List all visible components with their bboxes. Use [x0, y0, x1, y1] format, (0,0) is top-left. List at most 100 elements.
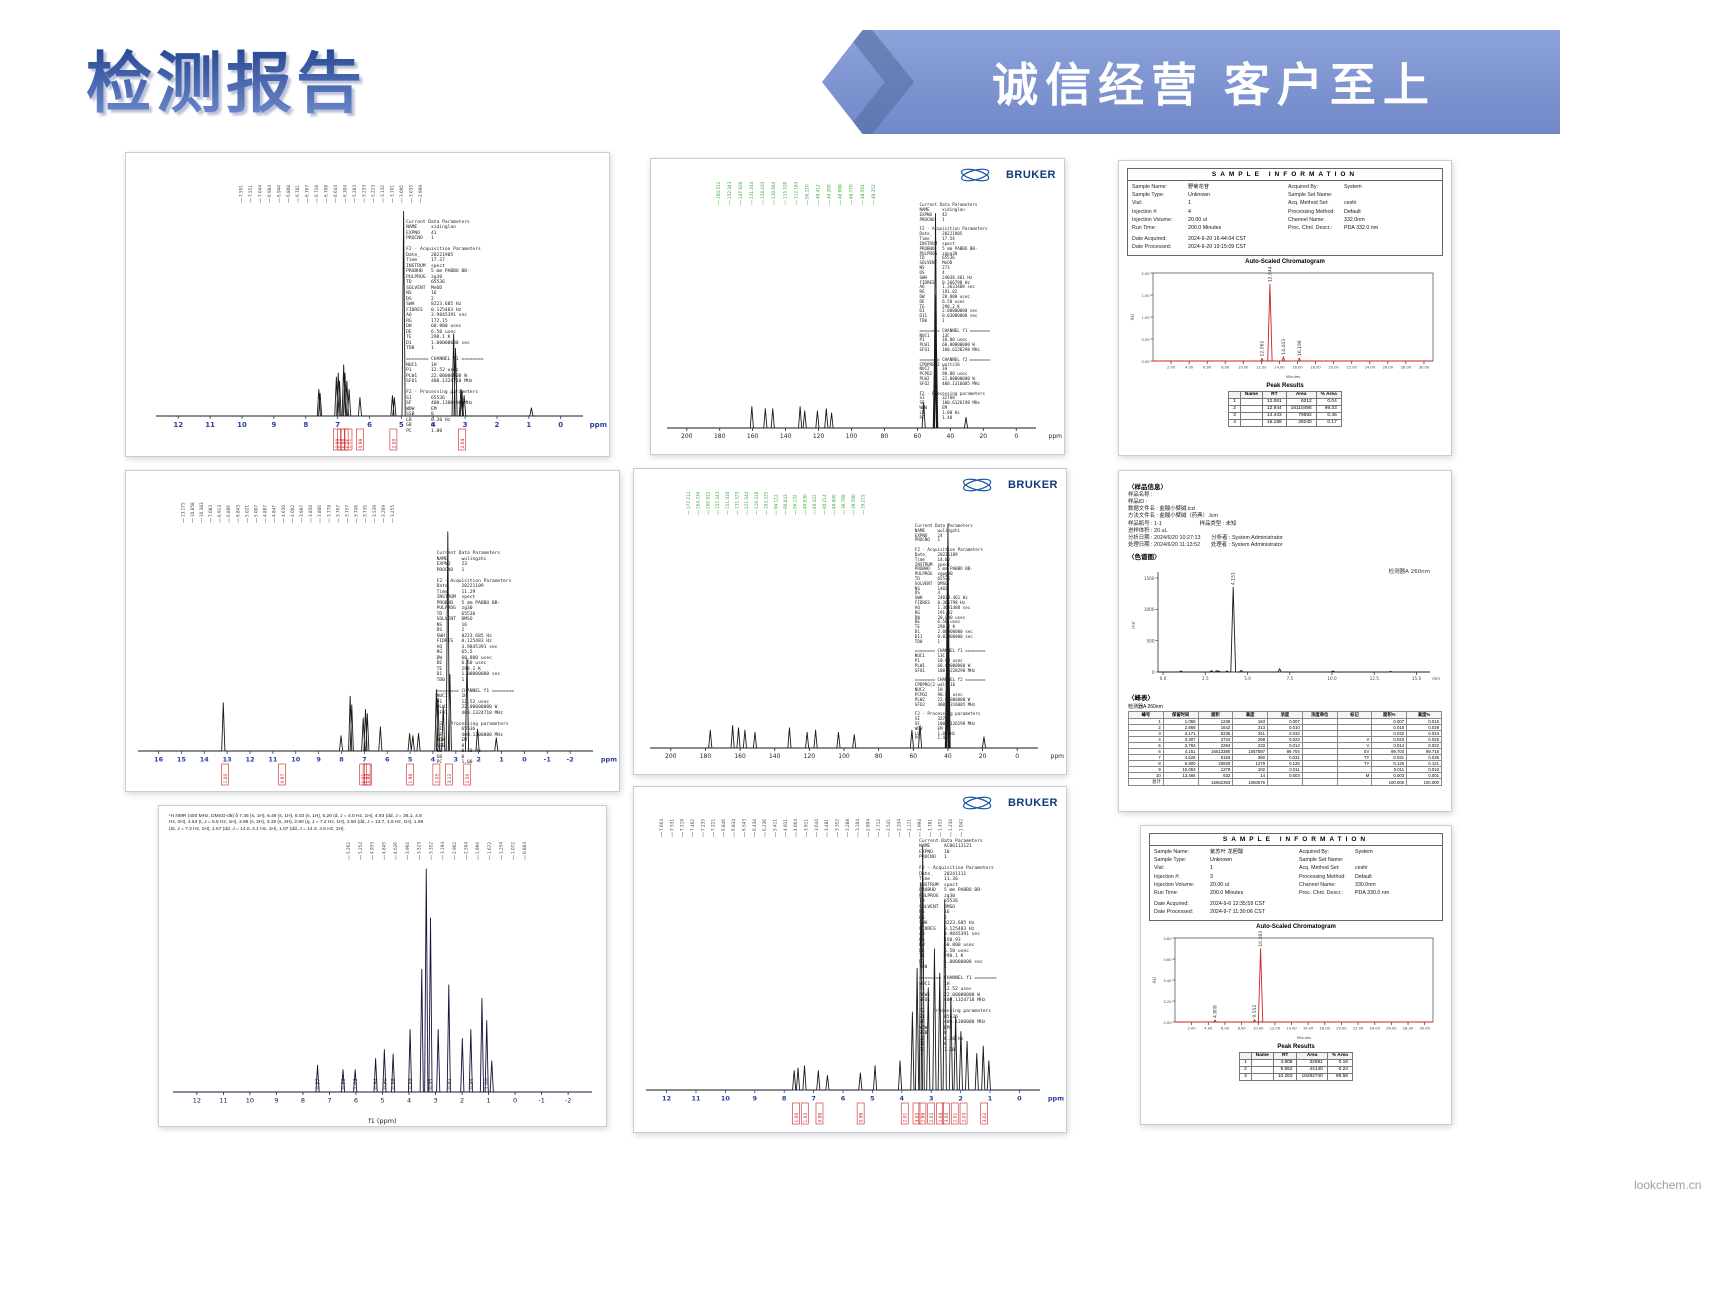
svg-text:18.00: 18.00	[1310, 365, 1321, 369]
svg-text:20: 20	[979, 433, 987, 440]
info-line: 数据文件名 : 盐酸小檗碱.lcd	[1128, 506, 1195, 513]
svg-text:1.00: 1.00	[485, 1078, 491, 1089]
svg-text:检测器A 260nm: 检测器A 260nm	[1389, 567, 1430, 575]
svg-text:180: 180	[700, 753, 712, 760]
svg-text:112.183: 112.183	[793, 181, 798, 199]
svg-text:3.194: 3.194	[440, 842, 445, 854]
svg-text:49.412: 49.412	[815, 184, 820, 199]
svg-text:160.912: 160.912	[705, 491, 710, 509]
svg-text:16.00: 16.00	[1292, 365, 1303, 369]
table-header-row: 峰号保留时间面积高度浓度浓度单位标记面积%高度%	[1128, 711, 1442, 719]
svg-text:3.997: 3.997	[299, 505, 304, 517]
svg-text:20: 20	[979, 753, 987, 760]
svg-text:1.994: 1.994	[475, 842, 480, 854]
svg-text:18.00: 18.00	[1320, 1026, 1331, 1030]
svg-text:0.90: 0.90	[382, 1078, 388, 1089]
svg-text:200: 200	[681, 433, 693, 440]
svg-text:40.214: 40.214	[822, 494, 827, 509]
svg-text:1.00: 1.00	[339, 439, 345, 449]
svg-text:5: 5	[870, 1095, 875, 1103]
svg-text:7.551: 7.551	[248, 185, 253, 197]
svg-text:1.234: 1.234	[948, 819, 953, 831]
svg-text:3: 3	[454, 756, 459, 764]
kv-row: Injection Volume:20.00 ul	[1132, 216, 1207, 223]
svg-text:0.99: 0.99	[335, 439, 341, 449]
bruker-logo: BRUKER	[961, 475, 1058, 495]
kv-row: Acq. Method Set:ceshi	[1288, 200, 1357, 207]
svg-text:19.215: 19.215	[861, 494, 866, 509]
kv-row: Sample Type:Unknown	[1154, 857, 1233, 864]
svg-text:3: 3	[929, 1095, 934, 1103]
svg-text:0.99: 0.99	[408, 1078, 414, 1089]
svg-text:9: 9	[271, 421, 276, 429]
svg-text:3: 3	[433, 1097, 437, 1105]
svg-text:6.708: 6.708	[324, 185, 329, 197]
svg-text:8.00: 8.00	[1238, 1026, 1247, 1030]
svg-text:Minutes: Minutes	[1286, 375, 1300, 379]
svg-text:500: 500	[1147, 638, 1155, 643]
chromatogram-title: Auto-Scaled Chromatogram	[1245, 258, 1325, 265]
svg-text:60.843: 60.843	[783, 494, 788, 509]
svg-text:3.12: 3.12	[447, 774, 453, 784]
svg-text:94.112: 94.112	[773, 494, 778, 509]
svg-text:160: 160	[747, 433, 759, 440]
svg-text:16: 16	[154, 756, 164, 764]
svg-text:3.746: 3.746	[354, 505, 359, 517]
svg-text:1.072: 1.072	[510, 842, 515, 854]
chromatogram-title: Auto-Scaled Chromatogram	[1256, 923, 1336, 930]
svg-text:2.03: 2.03	[962, 1113, 968, 1123]
detector-label: 检测器A 260nm	[1128, 704, 1163, 710]
svg-text:177.212: 177.212	[686, 491, 691, 509]
svg-text:4.887: 4.887	[263, 505, 268, 517]
svg-text:1.254: 1.254	[499, 842, 504, 854]
kv-row: Date Acquired:2024-9-20 16:44:04 CST	[1132, 236, 1247, 243]
watermark: lookchem.cn	[1634, 1178, 1702, 1192]
svg-text:12.00: 12.00	[1256, 365, 1267, 369]
svg-text:60: 60	[914, 433, 922, 440]
svg-text:3.964: 3.964	[405, 842, 410, 854]
svg-text:2: 2	[460, 1097, 464, 1105]
svg-text:-1: -1	[538, 1097, 544, 1105]
svg-text:2: 2	[476, 756, 481, 764]
info-line: 方法文件名 : 盐酸小檗碱（药典）.lcm	[1128, 513, 1218, 520]
banner-ribbon: 诚信经营 客户至上	[822, 30, 1560, 134]
svg-text:2.902: 2.902	[452, 842, 457, 854]
svg-text:6.846: 6.846	[721, 819, 726, 831]
svg-text:120: 120	[813, 433, 825, 440]
svg-text:100: 100	[838, 753, 850, 760]
svg-text:16.198: 16.198	[1297, 340, 1303, 356]
svg-text:2.04: 2.04	[938, 1113, 944, 1123]
svg-text:11: 11	[205, 421, 215, 429]
svg-text:2.01: 2.01	[953, 1113, 959, 1123]
svg-text:3.02: 3.02	[982, 1113, 988, 1123]
svg-text:3.850: 3.850	[308, 505, 313, 517]
bruker-logo: BRUKER	[959, 165, 1056, 185]
svg-text:2.00: 2.00	[1141, 271, 1150, 275]
svg-text:1.00: 1.00	[1141, 315, 1150, 319]
svg-text:8: 8	[301, 1097, 305, 1105]
svg-text:12: 12	[246, 756, 255, 764]
kv-row: Channel Name:330.0nm	[1299, 881, 1376, 888]
svg-text:2.98: 2.98	[920, 1113, 926, 1123]
svg-text:1.98: 1.98	[408, 774, 414, 784]
svg-text:152.343: 152.343	[727, 181, 732, 199]
svg-text:7.519: 7.519	[680, 819, 685, 831]
svg-text:0.97: 0.97	[280, 774, 286, 784]
svg-text:2.334: 2.334	[896, 819, 901, 831]
svg-text:0: 0	[522, 756, 527, 764]
svg-text:3.035: 3.035	[409, 185, 414, 197]
svg-text:100: 100	[846, 433, 858, 440]
svg-text:1500: 1500	[1144, 576, 1155, 581]
svg-text:0.98: 0.98	[391, 1078, 397, 1089]
svg-text:0: 0	[1014, 433, 1018, 440]
svg-text:151.410: 151.410	[725, 491, 730, 509]
svg-text:6.808: 6.808	[286, 185, 291, 197]
